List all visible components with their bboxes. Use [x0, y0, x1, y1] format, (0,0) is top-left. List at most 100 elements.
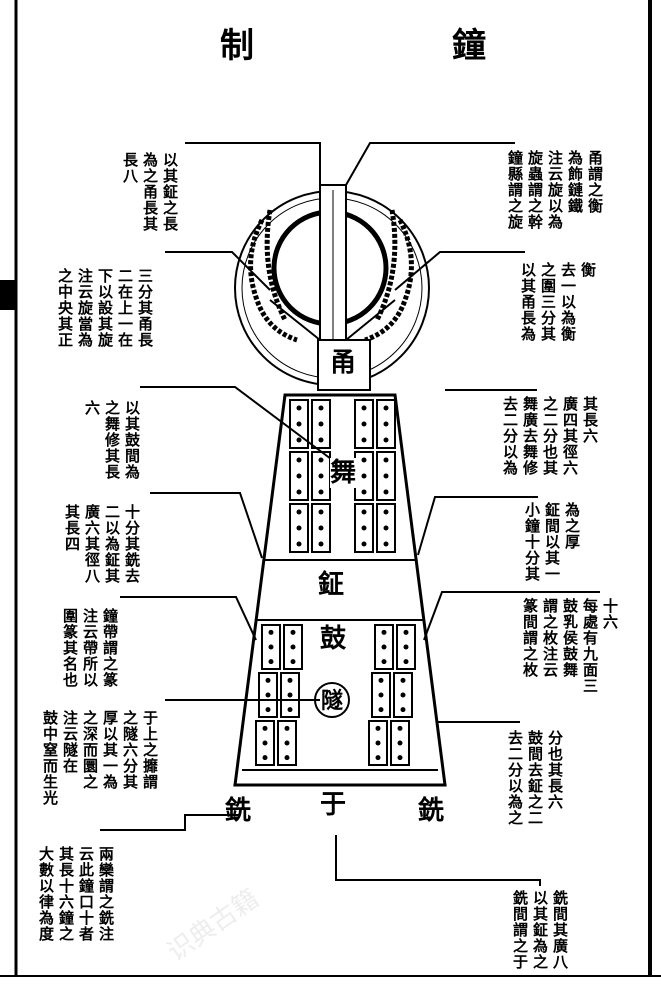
- annotation-column: 三分其甬長: [136, 268, 154, 348]
- stud: [381, 659, 387, 665]
- annotation-column: 之二分也其: [541, 396, 559, 476]
- stud: [287, 677, 293, 683]
- stud-panel: [311, 503, 331, 553]
- annotation-text-0: 以其鉦之長為之甬長其長八: [120, 152, 180, 232]
- dragon-left: [248, 209, 298, 343]
- annotation-column: 之中央其正: [56, 268, 74, 348]
- stud: [296, 489, 302, 495]
- annotation-column: 之舞修其長: [103, 400, 121, 480]
- annotation-column: 謂之枚注云: [541, 598, 559, 678]
- annotation-column: 為之甬長其: [141, 152, 159, 232]
- annotation-column: 去一以為衡: [559, 262, 577, 342]
- annotation-column: 二在上一在: [116, 268, 134, 348]
- stud: [378, 677, 384, 683]
- annotation-column: 十分其銑去: [123, 504, 141, 584]
- label-yu: 于: [320, 790, 347, 820]
- leader-lines: [100, 142, 600, 886]
- stud: [262, 740, 268, 746]
- stud: [383, 421, 389, 427]
- stud-panel: [289, 503, 309, 553]
- stud-panel: [283, 624, 303, 670]
- annotation-column: 二以為鉦其: [103, 504, 121, 584]
- stud-panel: [258, 672, 278, 718]
- stud-panel: [354, 503, 374, 553]
- label-sui: 隧: [321, 688, 344, 714]
- stud: [268, 644, 274, 650]
- stud: [381, 629, 387, 635]
- stud-panel: [390, 720, 410, 766]
- stud: [361, 489, 367, 495]
- annotation-column: 其長四: [63, 504, 81, 552]
- stud-panel: [376, 451, 396, 501]
- annotation-text-8: 兩欒謂之銑注云此鐘口十者其長十六鐘之大數以律為度: [36, 846, 116, 942]
- stud: [381, 644, 387, 650]
- annotation-column: 兩欒謂之銑注: [97, 846, 115, 942]
- label-xian-left: 銑: [225, 796, 252, 826]
- annotation-column: 下以設其旋: [96, 268, 114, 348]
- annotation-column: 注云旋以為: [546, 150, 564, 230]
- annotation-text-10: 為之厚鉦間以其一小鐘十分其: [522, 502, 582, 582]
- annotation-column: 之深而圜之: [81, 710, 99, 790]
- annotation-text-7: 于上之攠謂之隧六分其厚以其一為之深而圜之注云隧在鼓中窒而生光: [40, 710, 160, 806]
- stud: [361, 473, 367, 479]
- label-yong: 甬: [330, 348, 357, 378]
- annotation-column: 鐘帶謂之篆: [101, 608, 119, 688]
- stud-panel: [376, 399, 396, 449]
- stud-panel: [311, 399, 331, 449]
- stud: [400, 692, 406, 698]
- annotation-column: 廣六其徑八: [83, 504, 101, 584]
- annotation-text-2: 甬謂之衡為飾鏈鐵注云旋以為旋蟲謂之幹鐘縣謂之旋: [505, 150, 605, 230]
- stud: [383, 489, 389, 495]
- annotation-column: 注云帶所以: [81, 608, 99, 688]
- stud: [265, 707, 271, 713]
- annotation-column: 舞廣去舞修: [521, 396, 539, 476]
- annotation-column: 分也其長六: [546, 730, 564, 810]
- stud: [290, 644, 296, 650]
- stud: [383, 473, 389, 479]
- stud: [383, 457, 389, 463]
- stud: [397, 755, 403, 761]
- annotation-column: 去二分以為: [501, 396, 519, 476]
- stud-panel: [255, 720, 275, 766]
- annotation-text-3: 衡去一以為衡之圍三分其以其甬長為: [518, 262, 598, 342]
- stud: [397, 725, 403, 731]
- stud: [378, 707, 384, 713]
- annotation-text-9: 其長六廣四其徑六之二分也其舞廣去舞修去二分以為: [500, 396, 600, 476]
- bell-studs: [255, 399, 416, 766]
- stud: [284, 725, 290, 731]
- annotation-text-1: 三分其甬長二在上一在下以設其旋注云旋當為之中央其正: [55, 268, 155, 348]
- stud-panel: [374, 624, 394, 670]
- stud: [296, 405, 302, 411]
- label-gu: 鼓: [320, 624, 347, 654]
- stud: [268, 629, 274, 635]
- stud: [287, 707, 293, 713]
- annotation-column: 旋蟲謂之幹: [526, 150, 544, 230]
- title-char-zhi: 制: [220, 26, 254, 66]
- annotation-column: 以其鉦之長: [161, 152, 179, 232]
- stud: [265, 677, 271, 683]
- annotation-column: 圍篆其名也: [61, 608, 79, 688]
- yong-box: [317, 339, 371, 391]
- stud: [318, 489, 324, 495]
- stud: [361, 541, 367, 547]
- stud: [296, 421, 302, 427]
- annotation-text-4: 以其鼓間為之舞修其長六: [82, 400, 142, 480]
- stud-panel: [280, 672, 300, 718]
- annotation-column: 為之厚: [563, 502, 581, 550]
- annotation-column: 每處有九面三: [581, 598, 599, 694]
- stud: [290, 659, 296, 665]
- stud: [296, 437, 302, 443]
- annotation-column: 以其鼓間為: [123, 400, 141, 480]
- stud: [318, 405, 324, 411]
- stud: [361, 457, 367, 463]
- annotation-column: 銑間謂之于: [511, 890, 529, 970]
- annotation-column: 鼓中窒而生光: [41, 710, 59, 806]
- annotation-column: 銑間其廣八: [551, 890, 569, 970]
- stud-panel: [261, 624, 281, 670]
- annotation-column: 鉦間以其一: [543, 502, 561, 582]
- annotation-column: 之隧六分其: [121, 710, 139, 790]
- stud: [296, 457, 302, 463]
- stud-panel: [376, 503, 396, 553]
- stud-panel: [289, 399, 309, 449]
